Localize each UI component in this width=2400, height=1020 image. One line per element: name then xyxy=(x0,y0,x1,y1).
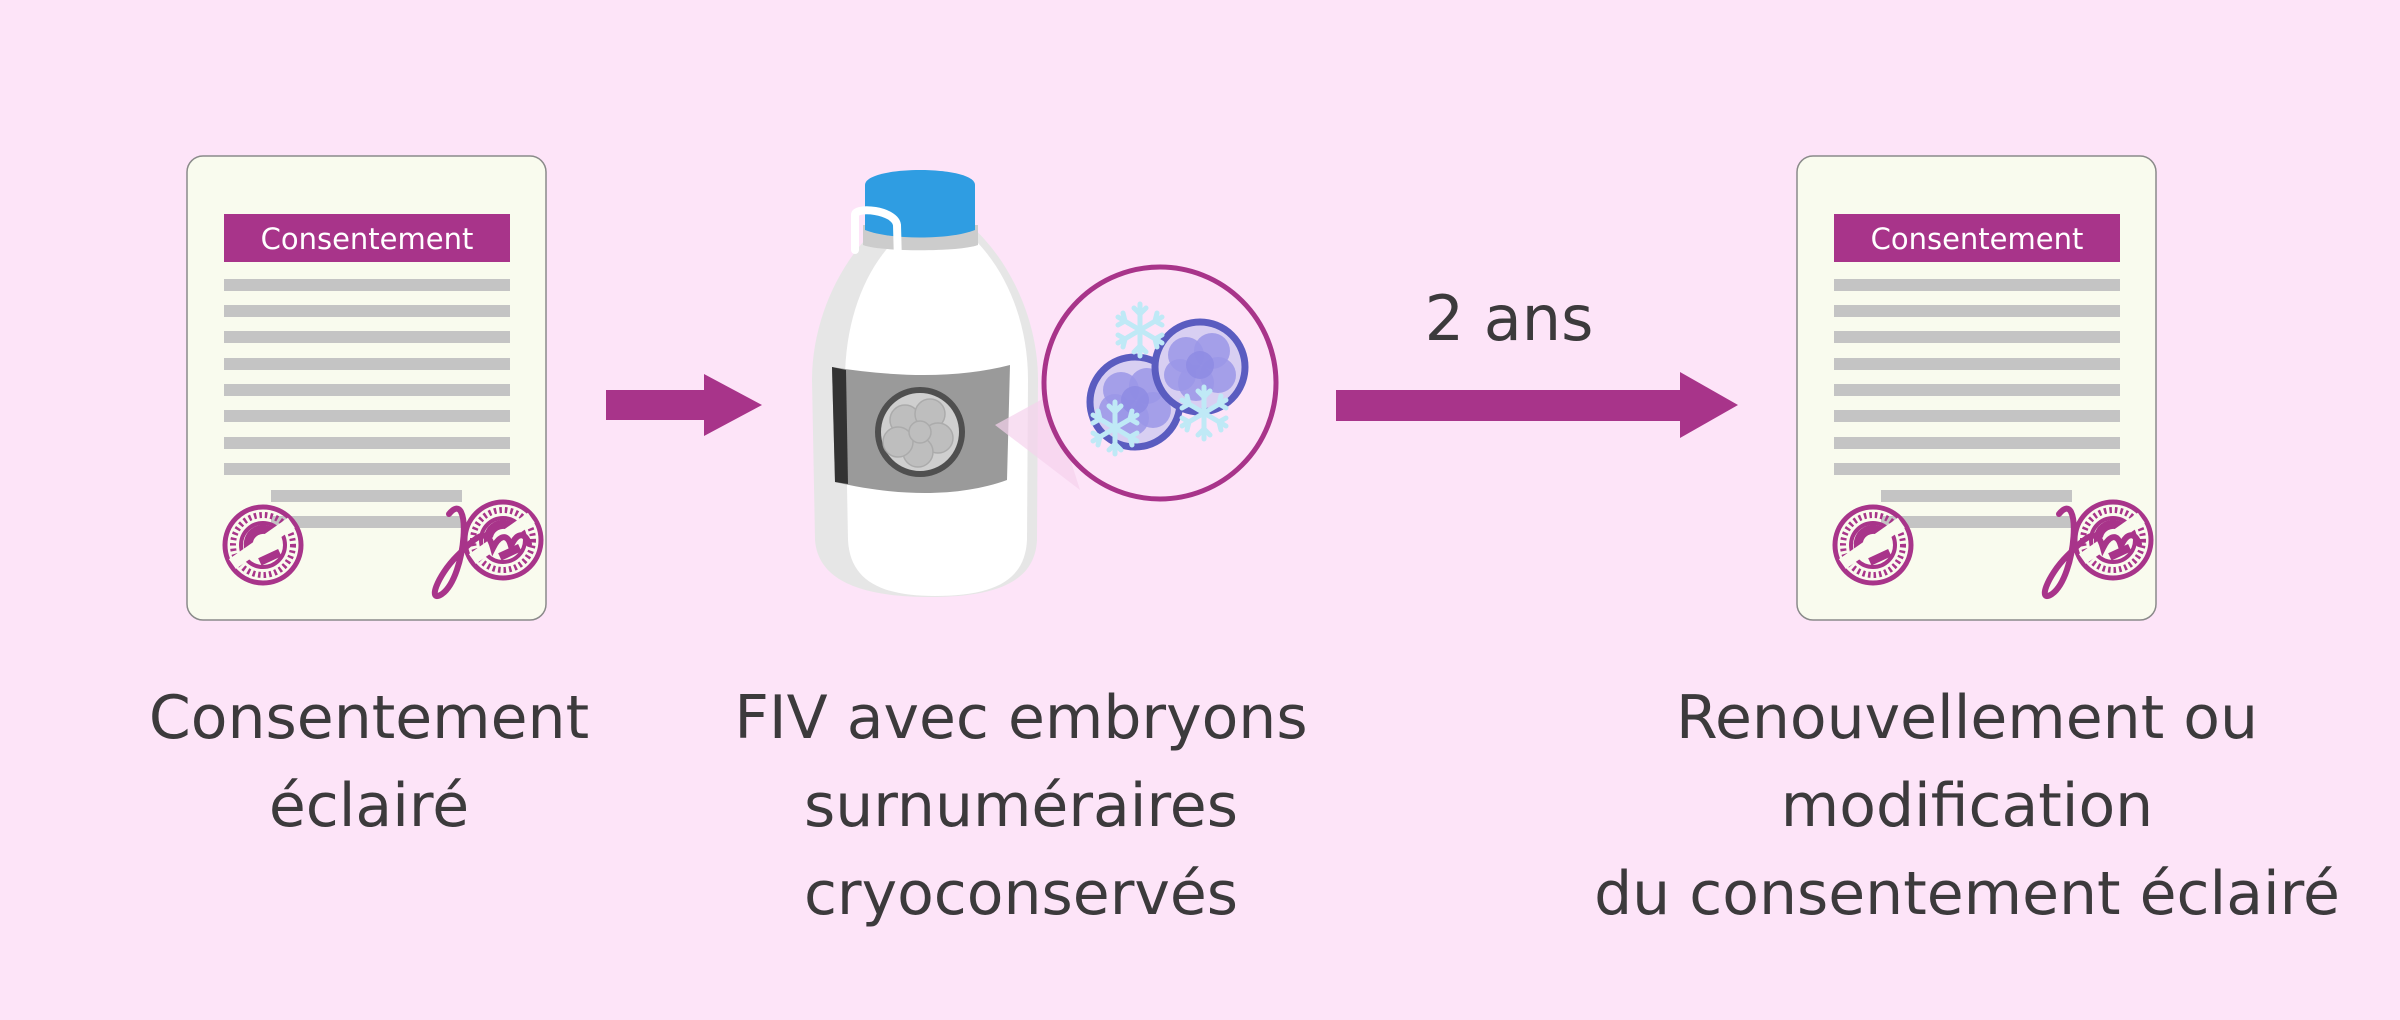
caption-line: FIV avec embryons xyxy=(734,683,1307,753)
caption-line: cryoconservés xyxy=(804,859,1238,929)
embryo-icon xyxy=(1155,322,1245,412)
duration-label: 2 ans xyxy=(1425,282,1594,355)
arrow-1 xyxy=(606,374,762,436)
document-header-text: Consentement xyxy=(261,222,474,256)
signature-icon xyxy=(2041,505,2142,599)
caption-line: modification xyxy=(1781,771,2153,841)
caption-line: Renouvellement ou xyxy=(1676,683,2258,753)
consent-document-2: Consentement xyxy=(1796,155,2157,621)
document-header-bar xyxy=(224,214,510,262)
caption-step-1: Consentement éclairé xyxy=(149,683,589,841)
document-text-lines xyxy=(224,279,510,528)
cryo-tank-icon xyxy=(812,170,1080,597)
consent-document-1: Consentement xyxy=(186,155,547,621)
caption-line: du consentement éclairé xyxy=(1594,859,2340,929)
caption-line: Consentement xyxy=(149,683,589,753)
frozen-embryos-magnified xyxy=(1041,264,1279,502)
document-text-lines xyxy=(1834,279,2120,528)
arrow-2 xyxy=(1336,372,1738,438)
caption-step-2: FIV avec embryons surnuméraires cryocons… xyxy=(734,683,1307,929)
document-header-text: Consentement xyxy=(1871,222,2084,256)
tank-cap xyxy=(865,170,975,238)
caption-line: surnuméraires xyxy=(804,771,1238,841)
caption-step-3: Renouvellement ou modification du consen… xyxy=(1594,683,2340,929)
signature-icon xyxy=(431,505,532,599)
caption-line: éclairé xyxy=(269,771,469,841)
document-header-bar xyxy=(1834,214,2120,262)
